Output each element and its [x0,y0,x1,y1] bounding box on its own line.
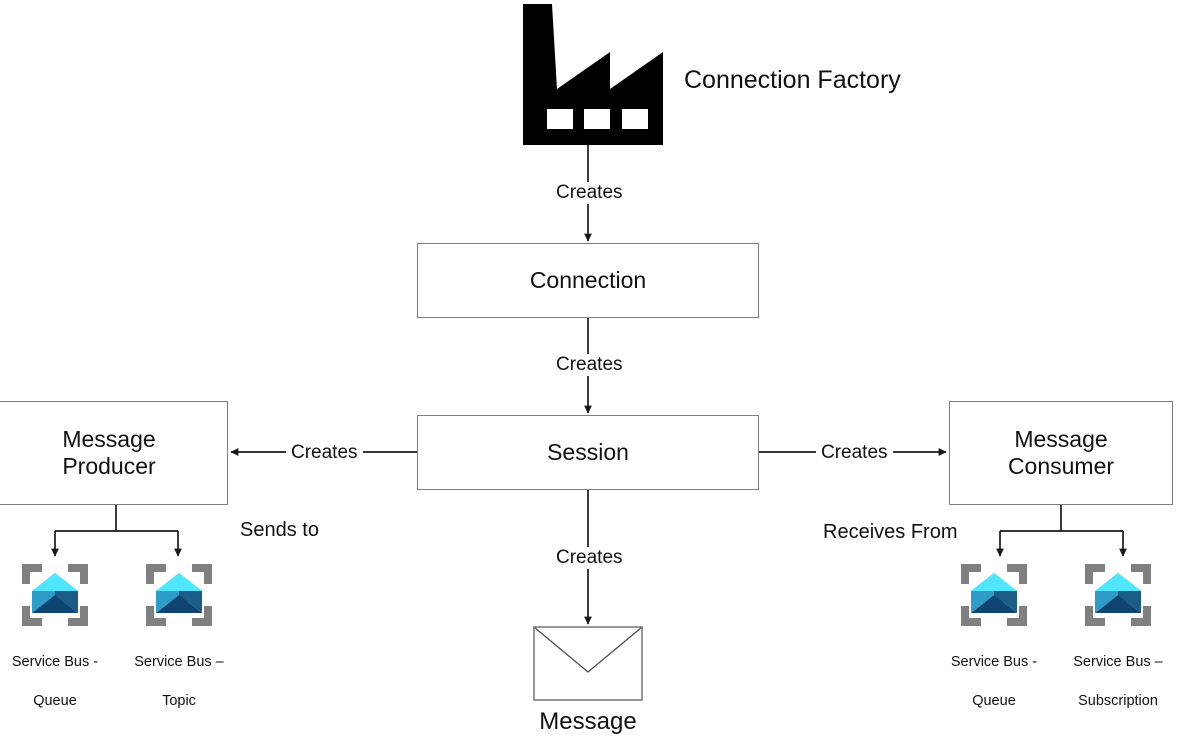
node-message-consumer-line2: Consumer [1007,453,1115,479]
node-message-producer[interactable]: Message Producer [0,401,228,505]
service-bus-topic-producer[interactable]: Service Bus – Topic [119,558,239,731]
edge-label-sends-to: Sends to [237,519,322,542]
factory-icon [523,4,663,145]
edge-label-receives-from: Receives From [820,521,961,544]
service-bus-queue-consumer[interactable]: Service Bus - Queue [934,558,1054,731]
service-bus-caption: Service Bus - Queue [934,633,1054,731]
service-bus-queue-producer[interactable]: Service Bus - Queue [0,558,115,731]
edge-label-session-to-consumer: Creates [816,442,893,464]
service-bus-icon [1085,564,1151,626]
node-message-consumer[interactable]: Message Consumer [949,401,1173,505]
node-session[interactable]: Session [417,415,759,490]
service-bus-caption-line1: Service Bus - [950,653,1038,670]
edge-label-session-to-message: Creates [551,547,628,569]
node-connection[interactable]: Connection [417,243,759,318]
service-bus-icon [961,564,1027,626]
service-bus-caption-line2: Queue [33,692,77,709]
node-message-producer-line1: Message [62,425,156,452]
service-bus-caption: Service Bus – Topic [119,633,239,731]
service-bus-glyph [156,573,202,613]
node-message-consumer-line1: Message [1014,425,1108,452]
node-message-consumer-label: Message Consumer [1008,426,1114,480]
service-bus-glyph [971,573,1017,613]
edge-label-connection-to-session: Creates [551,354,628,376]
edge-label-factory-to-connection: Creates [551,182,628,204]
service-bus-caption: Service Bus - Queue [0,633,115,731]
service-bus-icon [22,564,88,626]
message-label: Message [539,708,637,735]
envelope-icon [533,626,643,701]
service-bus-caption-line1: Service Bus – [1073,653,1163,670]
node-connection-label: Connection [529,266,647,293]
service-bus-caption: Service Bus – Subscription [1058,633,1178,731]
service-bus-caption-line2: Topic [162,692,196,709]
edge-label-session-to-producer: Creates [286,442,363,464]
node-message-producer-label: Message Producer [62,426,155,480]
node-session-label: Session [547,438,629,465]
service-bus-icon [146,564,212,626]
service-bus-caption-line2: Subscription [1078,692,1158,709]
service-bus-caption-line2: Queue [972,692,1016,709]
service-bus-glyph [32,573,78,613]
service-bus-subscription-consumer[interactable]: Service Bus – Subscription [1058,558,1178,731]
connection-factory-label: Connection Factory [684,66,901,94]
node-message-producer-line2: Producer [62,453,156,479]
service-bus-caption-line1: Service Bus - [11,653,99,670]
service-bus-caption-line1: Service Bus – [134,653,224,670]
service-bus-glyph [1095,573,1141,613]
